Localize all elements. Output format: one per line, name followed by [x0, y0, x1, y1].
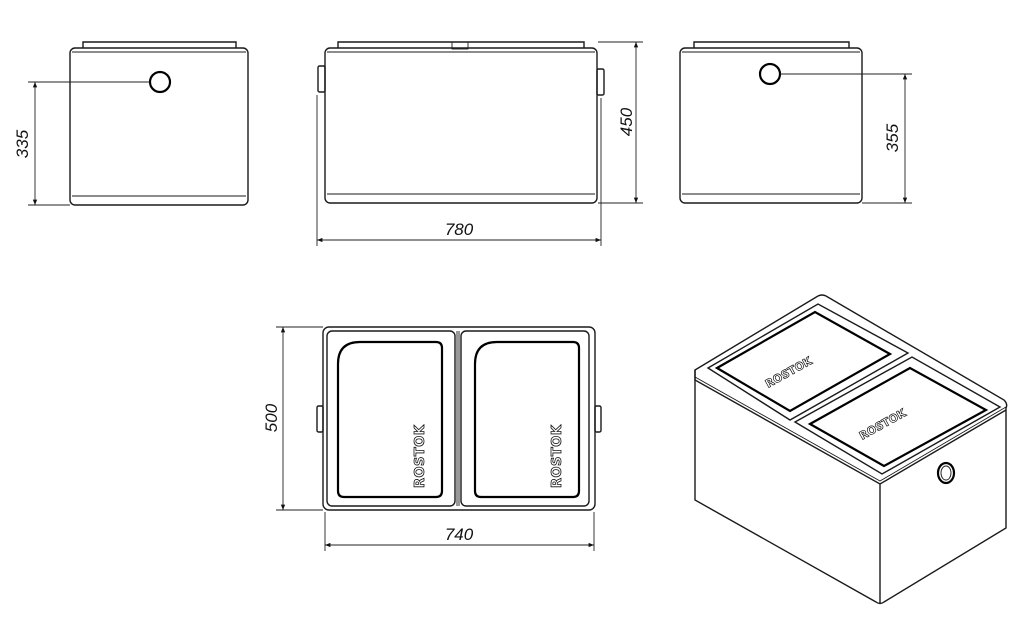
right-side-view: 355 [679, 41, 912, 204]
rostok-logo-left: ROSTOK [413, 424, 428, 488]
isometric-view: ROSTOK ROSTOK [694, 294, 1008, 605]
dimension-355: 355 [883, 123, 902, 152]
iso-logo-left: ROSTOK [763, 354, 814, 390]
top-view: ROSTOK ROSTOK 500 740 [262, 326, 602, 551]
left-fitting [317, 65, 326, 93]
front-view: 450 780 [316, 41, 643, 246]
dimension-450: 450 [617, 107, 636, 136]
dimension-740: 740 [445, 525, 474, 544]
iso-right-lid [793, 356, 1002, 475]
right-fitting [596, 68, 605, 96]
dimension-780: 780 [445, 220, 474, 239]
left-side-view: 335 [13, 41, 249, 206]
pipe-outlet-icon [148, 70, 172, 94]
iso-left-lid [706, 303, 910, 421]
iso-logo-right: ROSTOK [857, 406, 908, 442]
left-lid [326, 330, 456, 507]
right-lid [460, 330, 590, 507]
pipe-inlet-icon [758, 62, 782, 86]
dimension-335: 335 [13, 129, 32, 158]
rostok-logo-right: ROSTOK [550, 424, 565, 488]
dimension-500: 500 [262, 403, 281, 432]
